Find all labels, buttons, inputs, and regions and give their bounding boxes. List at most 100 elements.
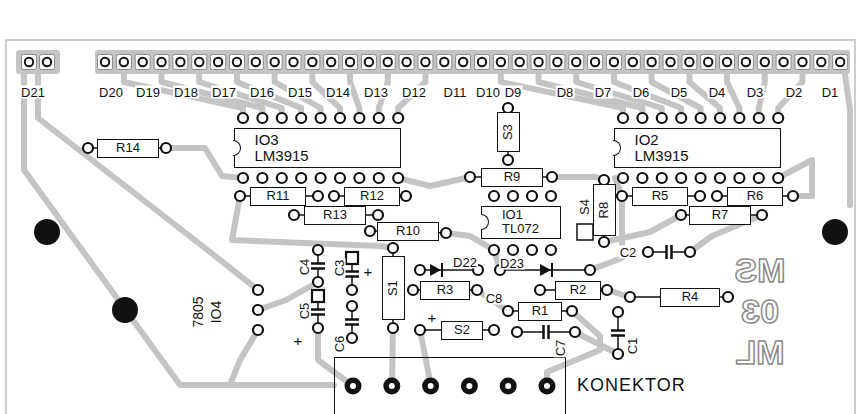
round-pad (503, 155, 513, 165)
round-pad (441, 228, 451, 238)
silkscreen-label: + (427, 310, 438, 325)
round-pad (313, 277, 323, 287)
round-pad (316, 173, 326, 183)
diode-bar (441, 263, 443, 277)
copper-trace (230, 330, 258, 385)
copper-trace (547, 311, 600, 386)
round-pad (253, 325, 263, 335)
copper-trace (652, 74, 701, 118)
connector-pad (461, 378, 478, 395)
ic-designator: IO1 (502, 208, 554, 222)
copper-trace (398, 177, 470, 186)
led-pad-frame (305, 55, 320, 70)
round-pad (546, 191, 556, 201)
silkscreen-label: D8 (556, 86, 575, 99)
connector-drill (544, 383, 550, 389)
ic-notch (481, 214, 489, 230)
diode-lead (420, 269, 478, 271)
led-pad-frame (211, 55, 226, 70)
silkscreen-label: D20 (98, 86, 124, 99)
round-pad (757, 210, 767, 220)
led-pad-frame (738, 55, 753, 70)
copper-trace (350, 74, 359, 118)
silkscreen-label: D16 (249, 86, 275, 99)
led-pad-frame (343, 55, 358, 70)
round-pad (415, 325, 425, 335)
round-pad (347, 301, 357, 311)
silkscreen-label: C7 (554, 339, 567, 358)
silkscreen-label: D6 (632, 86, 651, 99)
copper-trace (727, 74, 739, 118)
round-pad (161, 143, 171, 153)
trimmer-body (577, 224, 593, 240)
round-pad (277, 173, 287, 183)
ic-type: TL072 (502, 222, 554, 236)
part-designator: R2 (570, 283, 587, 297)
round-pad (676, 210, 686, 220)
capacitor-symbol (648, 245, 690, 259)
round-pad (696, 113, 706, 123)
led-pad-frame (324, 55, 339, 70)
resistor-body: R5 (632, 187, 688, 206)
round-pad (296, 173, 306, 183)
part-designator: S3 (501, 124, 515, 140)
led-pad (233, 58, 241, 66)
led-pad-frame (418, 55, 433, 70)
resistor-body: R4 (660, 288, 720, 307)
round-pad (408, 285, 418, 295)
resistor-body: R11 (250, 187, 306, 206)
led-pad-frame (475, 55, 490, 70)
connector-drill (350, 383, 356, 389)
led-pad (270, 58, 278, 66)
round-pad (335, 173, 345, 183)
copper-traces (24, 74, 850, 386)
mounting-hole (34, 219, 60, 245)
led-pad-frame (229, 55, 244, 70)
capacitor-plate (345, 318, 359, 321)
led-pads (22, 55, 848, 70)
led-pad (553, 58, 561, 66)
capacitor-plate (611, 329, 625, 332)
round-pad (238, 173, 248, 183)
part-designator: R12 (360, 189, 384, 203)
led-pad (101, 58, 109, 66)
round-pad (313, 245, 323, 255)
round-pad (253, 285, 263, 295)
led-pad-frame (550, 55, 565, 70)
silkscreen-label: D3 (746, 86, 765, 99)
resistor-body: R13 (304, 206, 366, 225)
switch-body: S1 (382, 256, 405, 320)
round-pad (695, 191, 705, 201)
capacitor-plate (311, 313, 325, 316)
led-pad-frame (399, 55, 414, 70)
ic-designator: IO2 (635, 132, 774, 149)
copper-trace (604, 215, 681, 242)
led-pad (440, 58, 448, 66)
round-pad (388, 243, 398, 253)
round-pad (415, 265, 425, 275)
round-pad (570, 327, 580, 337)
connector-pad (500, 378, 517, 395)
led-pad (346, 58, 354, 66)
copper-trace (552, 177, 604, 180)
round-pad (527, 245, 537, 255)
round-pad (547, 172, 557, 182)
silkscreen-label: C4 (298, 258, 311, 277)
led-pad-frame (456, 55, 471, 70)
round-pad (465, 172, 475, 182)
led-pad-frame (22, 55, 37, 70)
led-pad-frame (663, 55, 678, 70)
led-pad-frame (720, 55, 735, 70)
led-pad (289, 58, 297, 66)
round-pad (313, 323, 323, 333)
part-designator: R14 (116, 141, 140, 155)
silkscreen-label: C8 (485, 292, 504, 305)
round-pad (567, 306, 577, 316)
led-pad (120, 58, 128, 66)
round-pad (253, 305, 263, 315)
round-pad (472, 285, 482, 295)
led-pad-frame (154, 55, 169, 70)
led-pad-strip (16, 50, 60, 74)
mirrored-mark: 03 (740, 294, 780, 328)
